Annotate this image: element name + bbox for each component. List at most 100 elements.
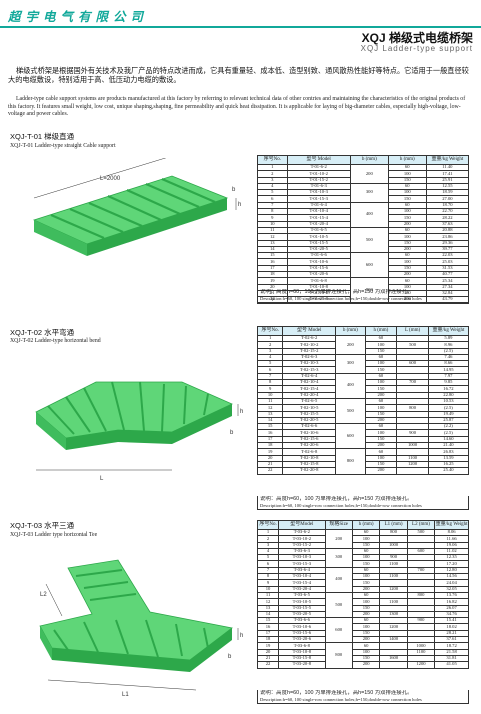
column-header: 重量/kg Weight bbox=[434, 520, 469, 530]
table-cell-width: 600 bbox=[335, 423, 366, 450]
column-header: L (mm) bbox=[396, 326, 429, 336]
table-cell: 31.53 bbox=[425, 264, 470, 273]
tray-front-rail bbox=[87, 198, 227, 256]
table-cell: (2.5) bbox=[427, 347, 470, 355]
bend-rungs bbox=[47, 381, 209, 435]
table-cell-width: 500 bbox=[349, 226, 389, 254]
table-cell: (2.5) bbox=[427, 429, 470, 437]
note-en: Description:h=60, 100 single-row connect… bbox=[260, 696, 422, 702]
table-cell: 20 bbox=[256, 454, 284, 462]
table-cell-width: 400 bbox=[335, 372, 366, 399]
table-cell: 16.25 bbox=[427, 460, 470, 469]
table-cell: T-02-15-4 bbox=[282, 385, 337, 393]
table-cell: 21.40 bbox=[427, 442, 470, 450]
table-cell: T-02-10-3 bbox=[282, 360, 337, 368]
header-rule bbox=[0, 26, 481, 28]
table-cell bbox=[396, 467, 429, 475]
table-note-straight: 说明：高度h=60，100 为单排连接孔，高h=150 为双排连接孔。 Desc… bbox=[257, 289, 469, 303]
section-2-subtitle: XQJ-T-02 Ladder-type horizontal bend bbox=[10, 338, 101, 344]
table-cell: T-02-10-5 bbox=[282, 404, 337, 412]
column-header: h (mm) bbox=[351, 520, 381, 530]
table-cell: T-01-15-6 bbox=[286, 264, 351, 273]
table-cell: T-02-10-2 bbox=[282, 341, 337, 349]
table-cell: 12 bbox=[256, 404, 284, 412]
tray-rungs bbox=[50, 177, 216, 240]
table-cell: T-02-20-8 bbox=[282, 467, 337, 475]
table-cell: 16 bbox=[256, 429, 284, 437]
table-cell: 2 bbox=[256, 341, 284, 349]
table-cell: 14.60 bbox=[427, 435, 470, 444]
table-cell: 22.03 bbox=[425, 252, 470, 260]
note-cn: 说明：高度h=60，100 为单排连接孔，高h=150 为双排连接孔。 bbox=[260, 289, 413, 295]
column-header: 型号 Model bbox=[286, 155, 351, 165]
table-cell: 10.53 bbox=[427, 397, 470, 406]
table-cell: 11 bbox=[256, 397, 284, 406]
table-cell: 7.97 bbox=[427, 372, 470, 381]
table-cell: T-01-10-6 bbox=[286, 258, 351, 266]
column-header: 序号No. bbox=[256, 326, 284, 336]
table-cell-width: 400 bbox=[324, 566, 353, 593]
horizontal-bend-drawing: L h b bbox=[35, 381, 243, 482]
table-cell: 9 bbox=[256, 385, 284, 393]
table-cell: 5 bbox=[256, 360, 284, 368]
table-cell: T-02-10-8 bbox=[282, 454, 337, 462]
column-header: h (mm) bbox=[387, 155, 427, 165]
table-cell: T-02-6-5 bbox=[282, 397, 337, 406]
table-cell: T-02-10-4 bbox=[282, 379, 337, 387]
section-3-subtitle: XQJ-T-03 Ladder type horizontal Tee bbox=[10, 532, 98, 538]
dim-label-L1: L1 bbox=[122, 692, 129, 698]
column-header: 型号 Model bbox=[282, 326, 337, 336]
column-header: L2 (mm) bbox=[406, 520, 436, 530]
table-cell: 32.84 bbox=[425, 289, 470, 298]
table-cell: 7 bbox=[256, 372, 284, 381]
column-header: 序号No. bbox=[257, 155, 288, 165]
table-cell: 19 bbox=[256, 448, 284, 456]
column-header: h (mm) bbox=[364, 326, 398, 336]
page-subtitle: XQJ Ladder-type support bbox=[360, 44, 473, 53]
dim-label-h: h bbox=[240, 409, 243, 415]
table-cell: 7.46 bbox=[427, 353, 470, 362]
table-cell: 22.80 bbox=[427, 391, 470, 399]
table-cell-width: 800 bbox=[324, 642, 353, 669]
table-cell: 15 bbox=[256, 423, 284, 431]
bend-front-rail bbox=[66, 404, 232, 450]
table-cell: 5.89 bbox=[427, 334, 470, 343]
table-cell bbox=[379, 661, 408, 669]
tray-end bbox=[34, 220, 87, 256]
table-cell-width: 500 bbox=[324, 591, 353, 619]
table-cell: 1200 bbox=[406, 661, 436, 669]
tee-rungs bbox=[53, 569, 209, 658]
table-cell: 19.49 bbox=[427, 410, 470, 418]
dim-line-L1 bbox=[47, 679, 197, 691]
table-cell: 8.66 bbox=[427, 360, 470, 368]
table-cell: 10 bbox=[256, 391, 284, 399]
table-cell: T-02-6-4 bbox=[282, 372, 337, 381]
table-cell-width: 600 bbox=[349, 252, 389, 279]
table-cell: 25.34 bbox=[425, 277, 470, 285]
column-header: 型号Model bbox=[278, 520, 326, 530]
